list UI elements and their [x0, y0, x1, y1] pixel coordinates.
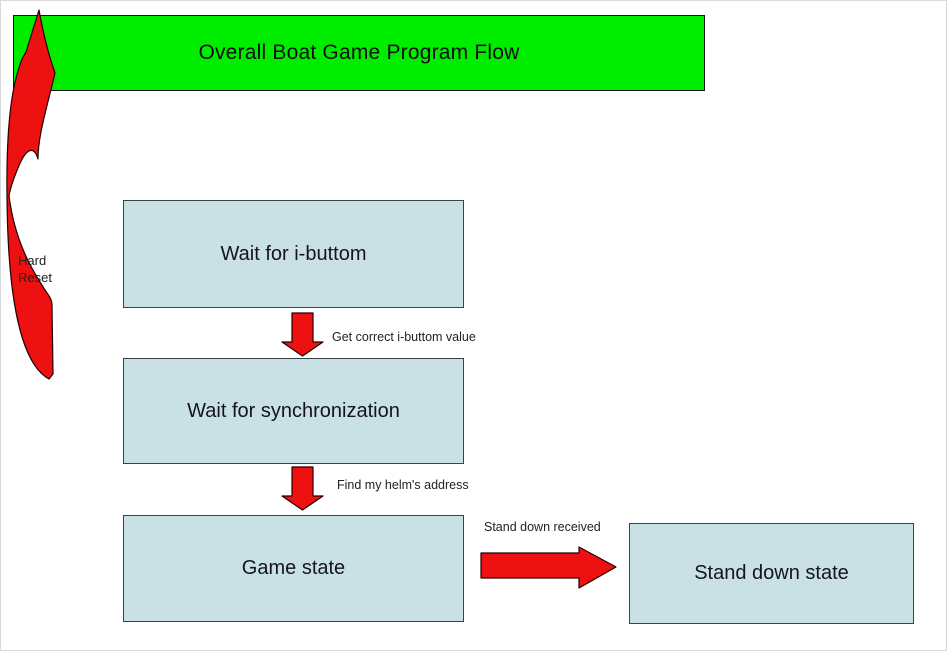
node-wait-for-ibutton: Wait for i-buttom — [123, 200, 464, 308]
hard-reset-label-line1: Hard — [18, 253, 47, 268]
node-wait-for-synchronization: Wait for synchronization — [123, 358, 464, 464]
hard-reset-label: Hard Reset — [18, 252, 52, 286]
right-arrow-game-to-standdown-icon — [480, 546, 617, 589]
edge-label-get-correct-ibutton: Get correct i-buttom value — [332, 330, 476, 344]
node-wait-for-synchronization-label: Wait for synchronization — [187, 399, 400, 422]
diagram-title: Overall Boat Game Program Flow — [198, 41, 520, 64]
hard-reset-curved-arrow-icon — [6, 9, 56, 380]
node-stand-down-state-label: Stand down state — [694, 562, 849, 584]
diagram-title-banner: Overall Boat Game Program Flow — [13, 15, 705, 91]
hard-reset-label-line2: Reset — [18, 270, 52, 285]
edge-label-find-helm-address: Find my helm's address — [337, 478, 469, 492]
edge-label-stand-down-received: Stand down received — [484, 520, 601, 534]
node-game-state-label: Game state — [241, 557, 346, 579]
down-arrow-sync-to-game-icon — [281, 466, 324, 511]
down-arrow-ibutton-to-sync-icon — [281, 312, 324, 357]
node-stand-down-state: Stand down state — [629, 523, 914, 624]
node-game-state: Game state — [123, 515, 464, 622]
node-wait-for-ibutton-label: Wait for i-buttom — [220, 242, 367, 265]
